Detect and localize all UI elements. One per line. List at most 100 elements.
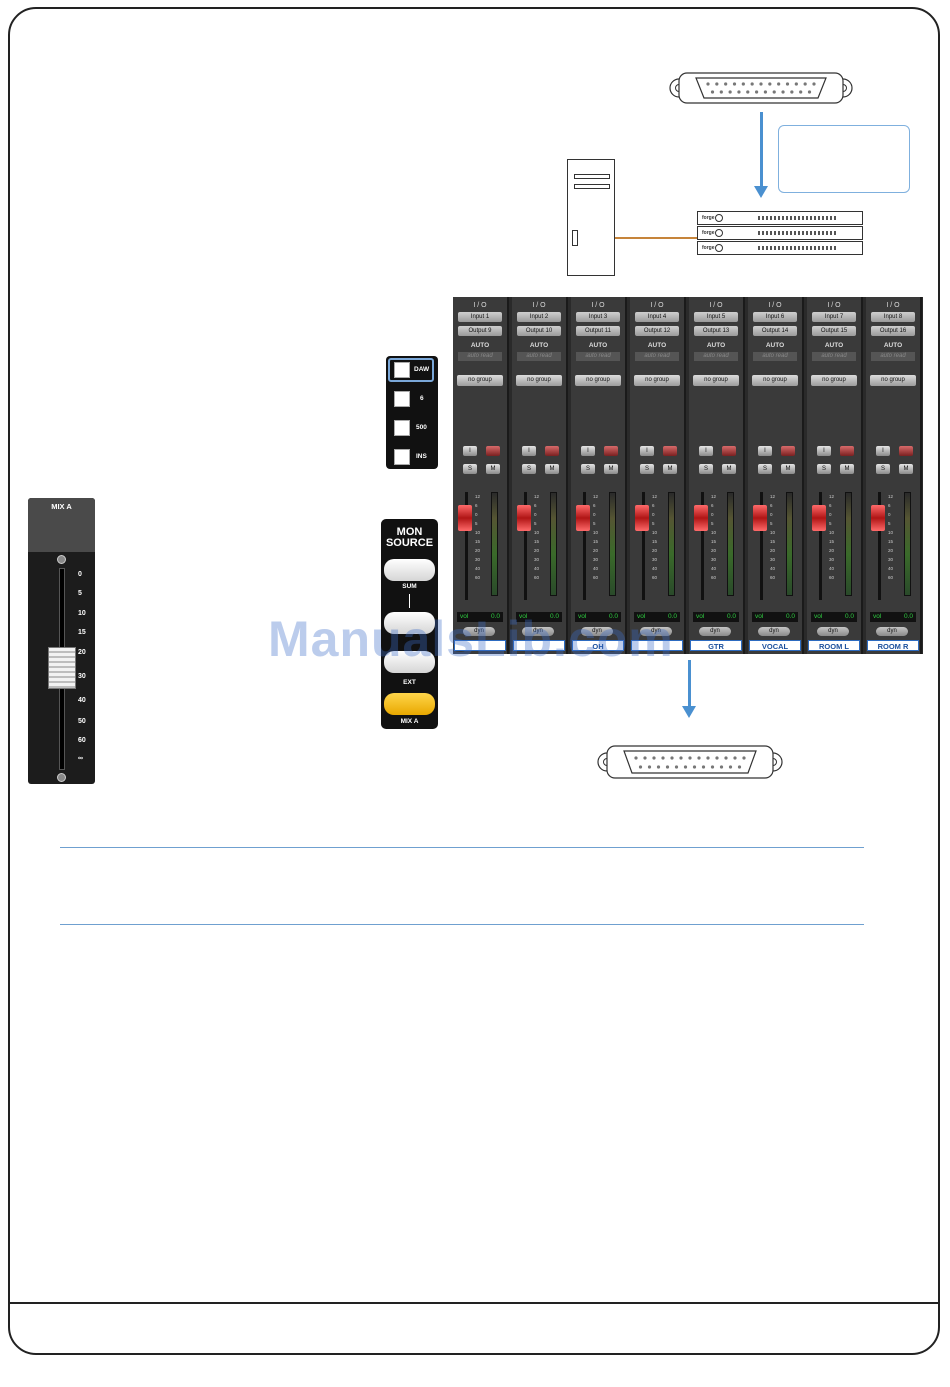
automation-mode-selector[interactable]: auto read bbox=[635, 352, 679, 361]
volume-fader-cap[interactable] bbox=[812, 505, 826, 531]
output-selector[interactable]: Output 16 bbox=[871, 326, 915, 336]
source-ins-button[interactable] bbox=[394, 449, 410, 465]
channel-name[interactable] bbox=[513, 640, 565, 651]
mute-button[interactable]: M bbox=[899, 464, 913, 474]
mute-button[interactable]: M bbox=[663, 464, 677, 474]
channel-name[interactable]: VOCAL bbox=[749, 640, 801, 651]
record-arm-button[interactable] bbox=[899, 446, 913, 456]
automation-mode-selector[interactable]: auto read bbox=[871, 352, 915, 361]
record-arm-button[interactable] bbox=[722, 446, 736, 456]
mute-button[interactable]: M bbox=[840, 464, 854, 474]
input-selector[interactable]: Input 3 bbox=[576, 312, 620, 322]
input-monitor-button[interactable]: I bbox=[463, 446, 477, 456]
group-selector[interactable]: no group bbox=[516, 375, 562, 386]
automation-mode-selector[interactable]: auto read bbox=[694, 352, 738, 361]
input-selector[interactable]: Input 4 bbox=[635, 312, 679, 322]
group-selector[interactable]: no group bbox=[634, 375, 680, 386]
mon-playback-button[interactable] bbox=[384, 612, 435, 634]
input-monitor-button[interactable]: I bbox=[758, 446, 772, 456]
record-arm-button[interactable] bbox=[486, 446, 500, 456]
input-selector[interactable]: Input 1 bbox=[458, 312, 502, 322]
output-selector[interactable]: Output 10 bbox=[517, 326, 561, 336]
volume-fader-cap[interactable] bbox=[871, 505, 885, 531]
record-arm-button[interactable] bbox=[545, 446, 559, 456]
solo-button[interactable]: S bbox=[699, 464, 713, 474]
channel-name[interactable]: ROOM L bbox=[808, 640, 860, 651]
automation-mode-selector[interactable]: auto read bbox=[753, 352, 797, 361]
group-selector[interactable]: no group bbox=[752, 375, 798, 386]
channel-name[interactable] bbox=[454, 640, 506, 651]
output-selector[interactable]: Output 12 bbox=[635, 326, 679, 336]
source-6-button[interactable] bbox=[394, 391, 410, 407]
input-selector[interactable]: Input 7 bbox=[812, 312, 856, 322]
channel-name[interactable]: OH bbox=[572, 640, 624, 651]
dyn-selector[interactable]: dyn bbox=[758, 627, 790, 636]
solo-button[interactable]: S bbox=[581, 464, 595, 474]
solo-button[interactable]: S bbox=[876, 464, 890, 474]
automation-mode-selector[interactable]: auto read bbox=[458, 352, 502, 361]
input-monitor-button[interactable]: I bbox=[640, 446, 654, 456]
solo-button[interactable]: S bbox=[522, 464, 536, 474]
mute-button[interactable]: M bbox=[486, 464, 500, 474]
dyn-selector[interactable]: dyn bbox=[699, 627, 731, 636]
input-monitor-button[interactable]: I bbox=[876, 446, 890, 456]
output-selector[interactable]: Output 13 bbox=[694, 326, 738, 336]
channel-name[interactable] bbox=[631, 640, 683, 651]
solo-button[interactable]: S bbox=[758, 464, 772, 474]
input-monitor-button[interactable]: I bbox=[699, 446, 713, 456]
automation-mode-selector[interactable]: auto read bbox=[517, 352, 561, 361]
dyn-selector[interactable]: dyn bbox=[581, 627, 613, 636]
mon-ext-button[interactable] bbox=[384, 651, 435, 673]
mix-a-fader-cap[interactable] bbox=[48, 647, 76, 689]
source-daw-button[interactable] bbox=[394, 362, 410, 378]
volume-fader-cap[interactable] bbox=[635, 505, 649, 531]
group-selector[interactable]: no group bbox=[693, 375, 739, 386]
volume-fader-cap[interactable] bbox=[694, 505, 708, 531]
automation-mode-selector[interactable]: auto read bbox=[812, 352, 856, 361]
channel-name[interactable]: GTR bbox=[690, 640, 742, 651]
mon-sum-button[interactable] bbox=[384, 559, 435, 581]
mute-button[interactable]: M bbox=[781, 464, 795, 474]
auto-label: AUTO bbox=[765, 342, 785, 349]
input-monitor-button[interactable]: I bbox=[817, 446, 831, 456]
group-selector[interactable]: no group bbox=[870, 375, 916, 386]
volume-fader-cap[interactable] bbox=[517, 505, 531, 531]
dyn-selector[interactable]: dyn bbox=[522, 627, 554, 636]
dyn-selector[interactable]: dyn bbox=[640, 627, 672, 636]
input-monitor-button[interactable]: I bbox=[522, 446, 536, 456]
output-selector[interactable]: Output 14 bbox=[753, 326, 797, 336]
dyn-selector[interactable]: dyn bbox=[876, 627, 908, 636]
automation-mode-selector[interactable]: auto read bbox=[576, 352, 620, 361]
volume-fader-cap[interactable] bbox=[458, 505, 472, 531]
input-selector[interactable]: Input 5 bbox=[694, 312, 738, 322]
output-selector[interactable]: Output 15 bbox=[812, 326, 856, 336]
solo-button[interactable]: S bbox=[640, 464, 654, 474]
source-500-button[interactable] bbox=[394, 420, 410, 436]
solo-button[interactable]: S bbox=[463, 464, 477, 474]
channel-name[interactable]: ROOM R bbox=[867, 640, 919, 651]
fader-scale-tick: 60 bbox=[888, 575, 894, 580]
group-selector[interactable]: no group bbox=[811, 375, 857, 386]
volume-fader-cap[interactable] bbox=[753, 505, 767, 531]
input-monitor-button[interactable]: I bbox=[581, 446, 595, 456]
mute-button[interactable]: M bbox=[722, 464, 736, 474]
input-selector[interactable]: Input 2 bbox=[517, 312, 561, 322]
input-selector[interactable]: Input 6 bbox=[753, 312, 797, 322]
record-arm-button[interactable] bbox=[663, 446, 677, 456]
record-arm-button[interactable] bbox=[781, 446, 795, 456]
output-selector[interactable]: Output 11 bbox=[576, 326, 620, 336]
input-selector[interactable]: Input 8 bbox=[871, 312, 915, 322]
output-selector[interactable]: Output 9 bbox=[458, 326, 502, 336]
group-selector[interactable]: no group bbox=[457, 375, 503, 386]
volume-fader-cap[interactable] bbox=[576, 505, 590, 531]
mute-button[interactable]: M bbox=[545, 464, 559, 474]
dyn-selector[interactable]: dyn bbox=[817, 627, 849, 636]
fader-scale-tick: 0 bbox=[652, 512, 655, 517]
mon-mix-a-button[interactable] bbox=[384, 693, 435, 715]
mute-button[interactable]: M bbox=[604, 464, 618, 474]
solo-button[interactable]: S bbox=[817, 464, 831, 474]
group-selector[interactable]: no group bbox=[575, 375, 621, 386]
record-arm-button[interactable] bbox=[840, 446, 854, 456]
record-arm-button[interactable] bbox=[604, 446, 618, 456]
dyn-selector[interactable]: dyn bbox=[463, 627, 495, 636]
